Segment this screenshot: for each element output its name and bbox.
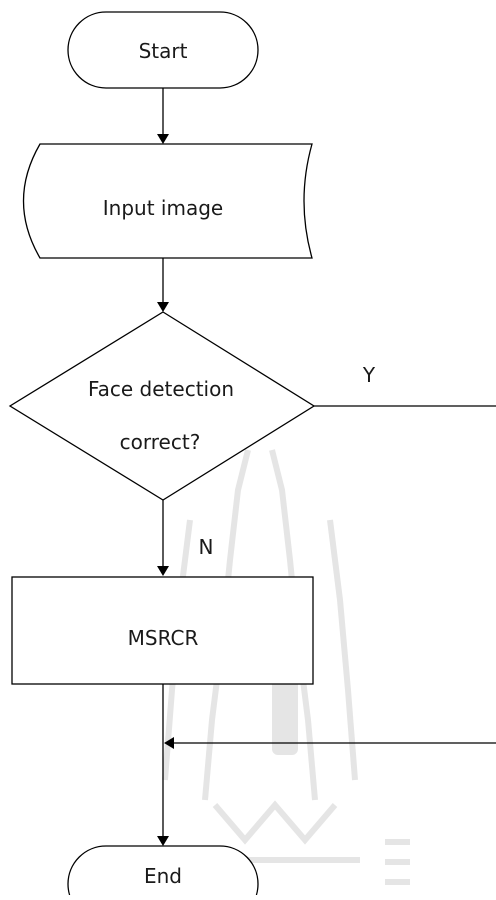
decision-label-line1: Face detection bbox=[88, 377, 234, 401]
arrowhead-end bbox=[157, 836, 169, 846]
arrowhead-merge bbox=[164, 737, 174, 749]
end-terminator bbox=[67, 845, 259, 900]
decision-label-line2: correct? bbox=[120, 430, 201, 454]
input-shape bbox=[22, 143, 313, 259]
decision-diamond bbox=[8, 311, 316, 501]
input-label: Input image bbox=[103, 196, 223, 220]
end-label: End bbox=[144, 864, 182, 888]
start-label: Start bbox=[139, 39, 188, 63]
arrowhead-process bbox=[157, 566, 169, 576]
start-terminator bbox=[67, 11, 259, 89]
arrowhead-input bbox=[157, 134, 169, 144]
no-branch-label: N bbox=[199, 535, 214, 559]
process-box bbox=[11, 576, 314, 685]
yes-branch-label: Y bbox=[362, 363, 376, 387]
arrowhead-decision bbox=[157, 302, 169, 312]
process-label: MSRCR bbox=[128, 626, 199, 650]
